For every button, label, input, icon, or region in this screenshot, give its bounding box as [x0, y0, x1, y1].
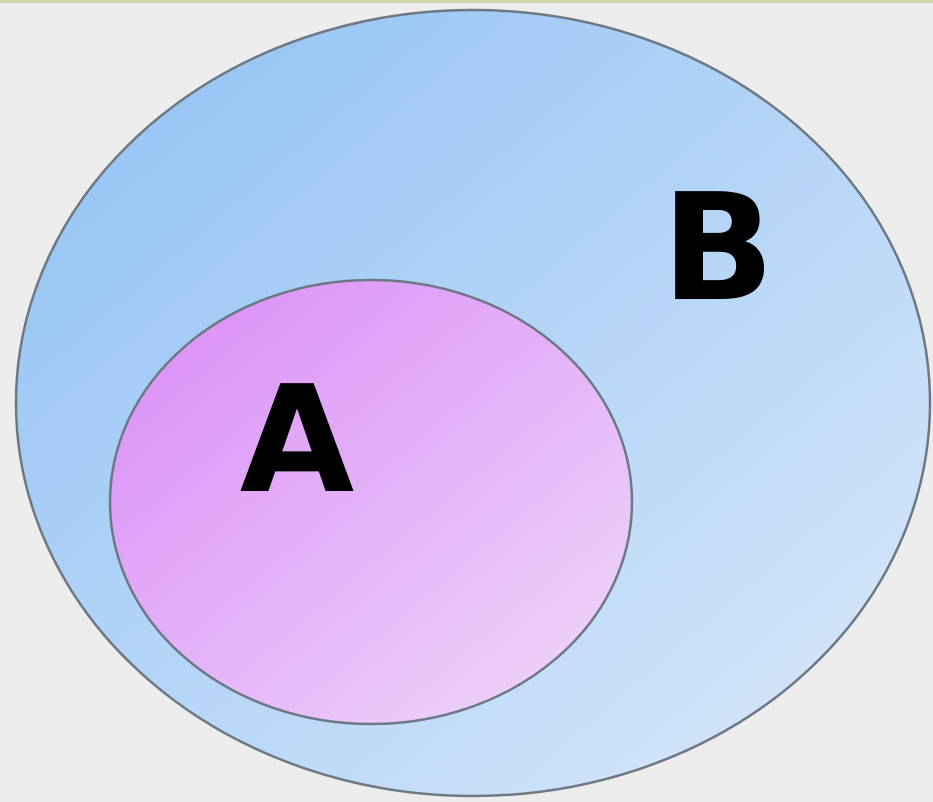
top-border-strip	[0, 0, 933, 3]
set-a-ellipse	[108, 278, 634, 726]
set-a-label: A	[240, 354, 355, 526]
set-b-label: B	[662, 162, 775, 334]
